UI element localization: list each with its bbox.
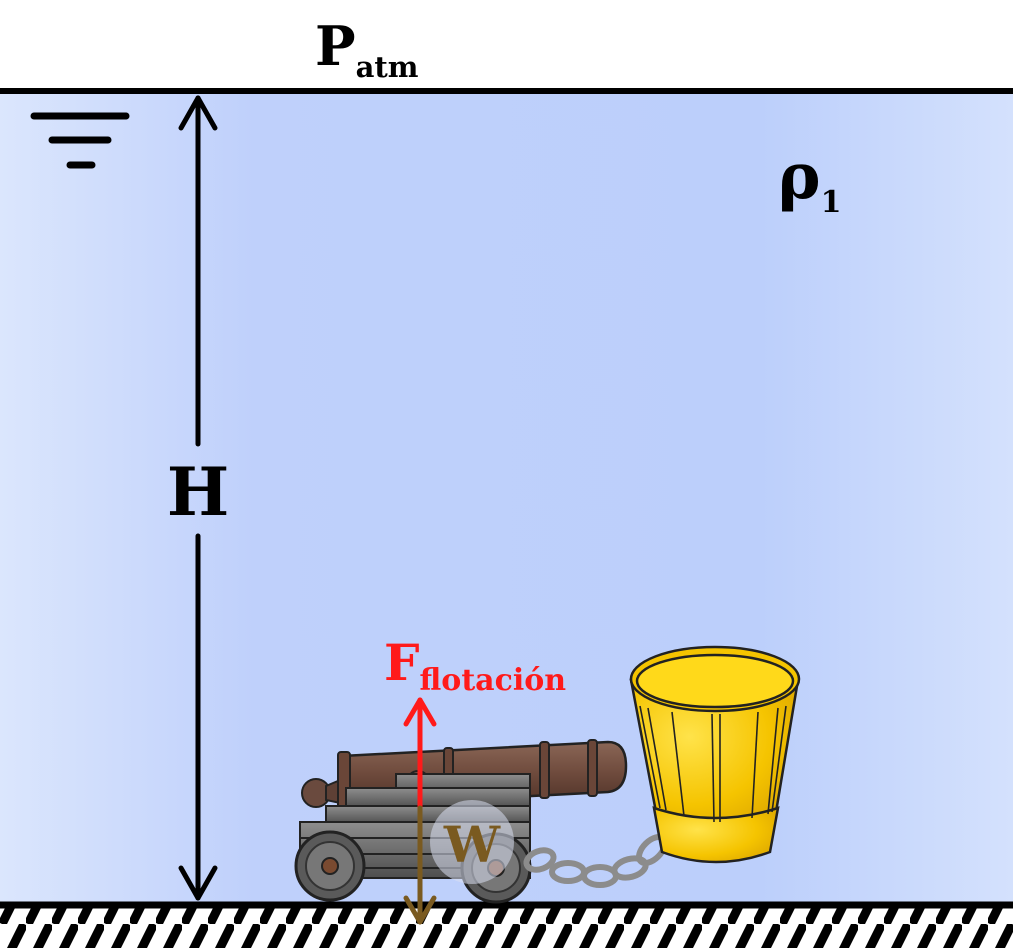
height-dimension-arrow	[178, 95, 218, 901]
bucket	[629, 645, 801, 864]
density-label: ρ	[778, 139, 821, 214]
ground-hatch	[0, 906, 1013, 948]
patm-label: P	[315, 14, 356, 78]
weight-label-halo	[430, 800, 514, 884]
weight-label: W	[443, 815, 501, 874]
cannon-wheel-front	[294, 830, 366, 902]
density-subscript: 1	[821, 185, 842, 220]
svg-text:ρ1: ρ1	[778, 139, 841, 220]
patm-subscript: atm	[356, 50, 419, 84]
buoyancy-subscript: flotación	[420, 663, 567, 698]
svg-text:Fflotación: Fflotación	[384, 633, 566, 698]
chain	[523, 834, 668, 888]
buoyancy-force-arrow	[403, 697, 437, 811]
height-label: H	[167, 453, 229, 531]
svg-text:Patm: Patm	[315, 14, 419, 84]
weight-force-arrow	[403, 805, 437, 925]
buoyancy-label: F	[384, 633, 420, 692]
free-surface-icon	[30, 112, 130, 169]
